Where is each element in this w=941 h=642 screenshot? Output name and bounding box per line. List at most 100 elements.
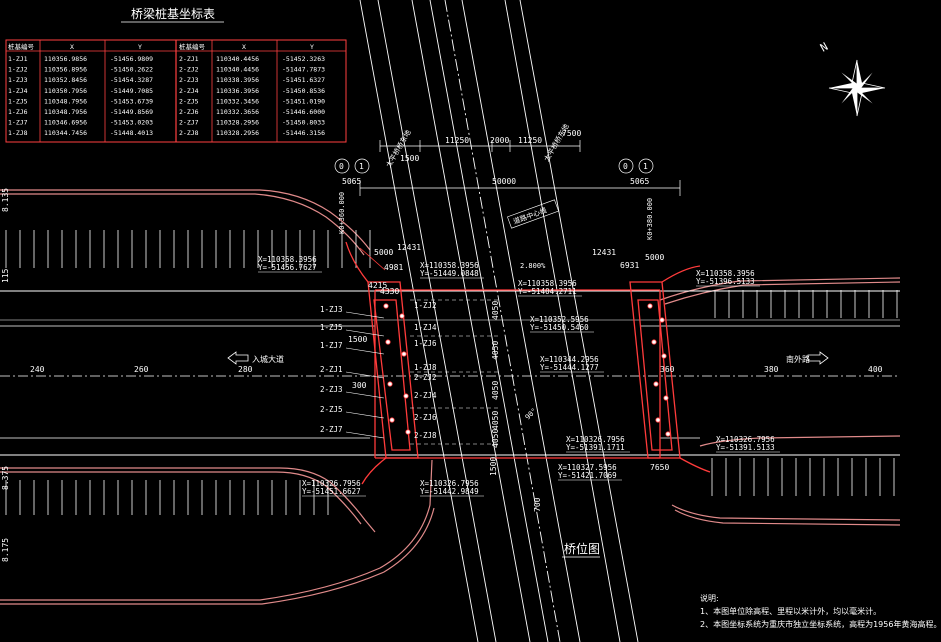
pile-label-group: 1-ZJ31-ZJ51-ZJ72-ZJ12-ZJ32-ZJ52-ZJ71-ZJ2… [320,301,437,440]
table-cell: 1-ZJ2 [8,66,28,74]
table-header-cell: X [70,43,74,51]
table-cell: -51446.3156 [282,129,325,137]
axis-mark-0-right: 0 [623,162,628,171]
table-cell: 2-ZJ2 [179,66,199,74]
coord-x: X=110326.7956 [566,435,625,444]
slope-hatch-bottom [5,458,895,515]
coord-x: X=110358.3956 [258,255,317,264]
pile-marker [665,431,671,437]
pile-inner-label: 1-ZJ6 [414,339,437,348]
to-south-label: 南外路 [786,354,810,364]
pile-leader [345,329,385,337]
table-cell: -51447.7873 [282,66,325,74]
table-cell: 110332.3656 [216,108,259,116]
table-cell: -51450.8536 [282,87,325,95]
table-cell: 1-ZJ6 [8,108,28,116]
table-cell: -51454.3287 [110,76,153,84]
coord-y: Y=-51456.7627 [258,263,317,272]
coord-y: Y=-51451.6627 [302,487,361,496]
chainage-labels: 240 260 280 360 380 400 115 8.135 8.375 … [1,188,883,562]
dim-12431-left: 12431 [397,243,421,252]
table-cell: -51453.6739 [110,97,153,105]
chain-280: 280 [238,365,253,374]
coord-x: X=110326.7956 [716,435,775,444]
right-axis-annotation: K0+380.000 [646,198,654,240]
pile-label: 1-ZJ7 [320,341,343,350]
table-cell: 110348.7956 [44,97,87,105]
table-cell: 110350.7956 [44,87,87,95]
pile-inner-label: 1-ZJ8 [414,363,437,372]
table-cell: 2-ZJ3 [179,76,199,84]
coord-x: X=110327.5956 [558,463,617,472]
notes-line-1: 1、本图单位除高程、里程以米计外，均以毫米计。 [700,607,882,616]
table-cell: 110338.3956 [216,76,259,84]
coord-x: X=110352.5956 [530,315,589,324]
pile-marker [655,417,661,423]
table-cell: 110332.3456 [216,97,259,105]
pile-label: 2-ZJ1 [320,365,343,374]
table-cell: -51451.0190 [282,97,325,105]
dim-4981: 4981 [384,263,403,272]
dim-total: 50000 [492,177,516,186]
pile-label: 1-ZJ5 [320,323,343,332]
table-cell: 110348.7956 [44,108,87,116]
elev-8135: 8.135 [1,188,10,212]
chain-380: 380 [764,365,779,374]
coord-y: Y=-51421.7069 [558,471,617,480]
dim-5000-left: 5000 [374,248,393,257]
table-cell: -51446.6000 [282,108,325,116]
table-cell: 110328.2956 [216,119,259,127]
pile-marker [653,381,659,387]
dimension-texts: 1500 11250 2000 11250 7500 50000 5065 50… [342,129,669,476]
chain-360: 360 [660,365,675,374]
chain-260: 260 [134,365,149,374]
dim-1500: 1500 [348,335,367,344]
pile-marker [385,339,391,345]
dim-5065-right: 5065 [630,177,649,186]
pile-marker [647,303,653,309]
pile-marker [389,417,395,423]
north-label: N [818,40,830,55]
table-cell: 1-ZJ7 [8,119,28,127]
table-cell: 110340.4456 [216,66,259,74]
pile-leader [345,431,385,439]
dim-top3: 2000 [490,136,509,145]
pile-label: 2-ZJ7 [320,425,343,434]
table-cell: 2-ZJ8 [179,129,199,137]
table-cell: 110340.4456 [216,55,259,63]
table-cell: 110346.6956 [44,119,87,127]
pile-marker [387,381,393,387]
table-cell: 110344.7456 [44,129,87,137]
table-cell: -51451.6327 [282,76,325,84]
pile-label: 1-ZJ3 [320,305,343,314]
pile-leader [345,347,385,355]
pile-inner-label: 1-ZJ2 [414,301,437,310]
dim-4050e: 4050 [491,429,500,448]
table-header-cell: 桩基编号 [179,42,206,51]
table-cell: 110352.8456 [44,76,87,84]
coord-y: Y=-51449.0848 [420,269,479,278]
dim-6931: 6931 [620,261,639,270]
notes-title: 说明: [700,594,719,603]
pile-marker [383,303,389,309]
coord-y: Y=-51450.5460 [530,323,589,332]
chain-400: 400 [868,365,883,374]
table-header-cell: 桩基编号 [8,42,35,51]
table-cell: 1-ZJ3 [8,76,28,84]
coord-y: Y=-51391.5133 [716,443,775,452]
table-title: 桥梁桩基坐标表 [131,6,215,21]
dim-1500b: 1500 [489,457,498,476]
slope-hatch-top [5,230,898,318]
table-cell: 2-ZJ5 [179,97,199,105]
coord-x: X=110358.3956 [696,269,755,278]
elev-8375: 8.375 [1,466,10,490]
pile-marker [659,317,665,323]
pile-300: 300 [352,381,367,390]
bridge-structure [345,241,711,485]
left-axis-annotation: K0+360.000 [338,192,346,234]
